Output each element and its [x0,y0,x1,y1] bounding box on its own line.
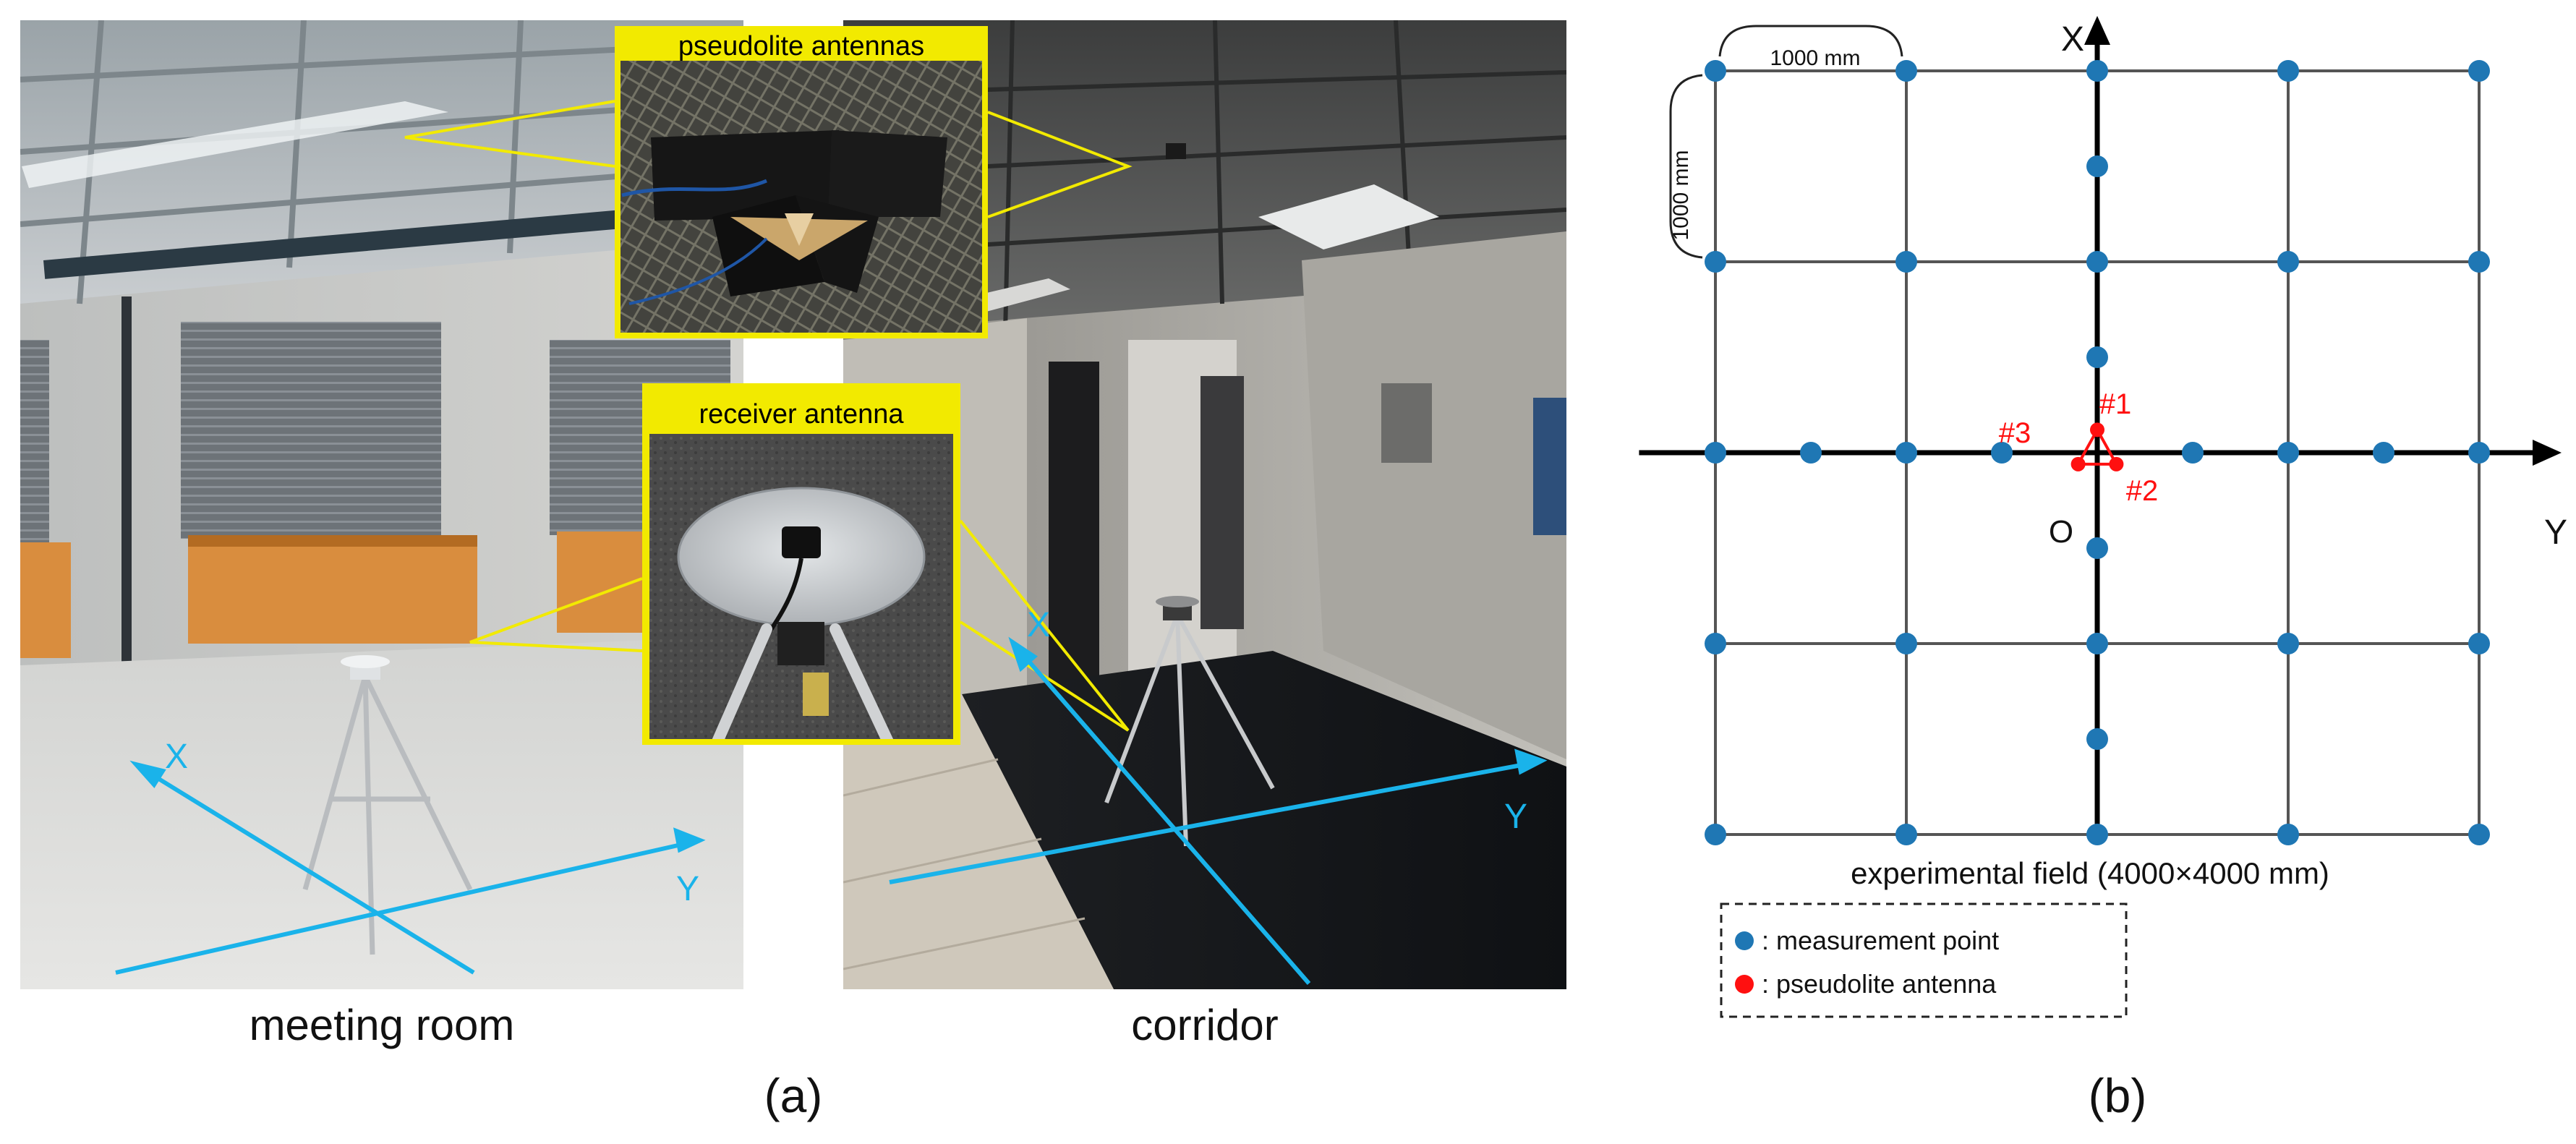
measurement-point [1895,60,1917,82]
measurement-point [1705,251,1726,273]
legend-marker-antenna [1735,975,1754,994]
meeting-room-caption: meeting room [250,1001,515,1049]
measurement-point [1705,824,1726,845]
dimension-bracket-vertical [1669,74,1703,259]
photo-axes [115,636,1548,985]
measurement-point [2086,155,2108,177]
measurement-point [2277,442,2299,464]
dimension-label-horizontal: 1000 mm [1770,46,1860,70]
pseudolite-antenna-point [2070,456,2086,471]
pseudolite-antennas-inset: pseudolite antennas [615,26,988,338]
pseudolite-antenna-point [2109,456,2124,471]
measurement-point [2086,824,2108,845]
legend-marker-measurement [1735,931,1754,950]
receiver-antenna-title: receiver antenna [699,399,904,430]
measurement-point [2086,633,2108,654]
photo-axis-x-label: X [1027,606,1050,644]
measurement-point [1895,633,1917,654]
photo-axis-y-label: Y [1504,798,1527,836]
photo-axis-y-label: Y [676,870,699,908]
grid-axis-y-label: Y [2544,513,2567,552]
legend-label-measurement: : measurement point [1762,926,1999,955]
antenna-label-2: #2 [2126,475,2159,507]
dimension-markers [1669,25,1903,259]
antenna-label-1: #1 [2099,388,2132,420]
field-caption: experimental field (4000×4000 mm) [1851,856,2329,890]
measurement-point [1991,442,2013,464]
measurement-point [1705,633,1726,654]
measurement-point [2086,60,2108,82]
legend-label-antenna: : pseudolite antenna [1762,969,1997,999]
x-axis-arrow [2084,16,2110,45]
origin-label: O [2049,514,2073,550]
measurement-point [2468,633,2490,654]
measurement-point [2277,60,2299,82]
measurement-point [2182,442,2204,464]
y-axis-arrow [2533,440,2562,466]
legend: : measurement point : pseudolite antenna [1720,902,2128,1018]
measurement-point [2086,728,2108,750]
receiver-antenna-inset: receiver antenna [642,383,960,745]
dimension-label-vertical: 1000 mm [1669,150,1693,240]
panel-label-b: (b) [2089,1069,2147,1122]
measurement-point [2468,251,2490,273]
measurement-grid-diagram [1639,16,2562,845]
measurement-points [1705,60,2490,845]
measurement-point [1895,824,1917,845]
measurement-point [1895,251,1917,273]
measurement-point [1705,60,1726,82]
pseudolite-antenna-array [2070,422,2124,471]
measurement-point [2468,60,2490,82]
measurement-point [2468,442,2490,464]
pseudolite-antennas-title: pseudolite antennas [678,31,924,61]
measurement-point [1705,442,1726,464]
grid-axis-x-label: X [2061,20,2084,59]
panel-label-a: (a) [764,1069,823,1122]
antenna-label-3: #3 [1999,417,2031,449]
measurement-point [2468,824,2490,845]
corridor-caption: corridor [1131,1001,1278,1049]
measurement-point [1800,442,1822,464]
measurement-point [2277,633,2299,654]
measurement-point [2086,251,2108,273]
measurement-point [1895,442,1917,464]
measurement-point [2277,251,2299,273]
antenna-triangle [2076,427,2119,466]
measurement-point [2086,537,2108,559]
measurement-point [2086,346,2108,368]
measurement-point [2277,824,2299,845]
dimension-bracket-horizontal [1718,25,1903,57]
pseudolite-antenna-point [2090,422,2104,437]
photo-axis-x-label: X [165,738,188,776]
measurement-point [2373,442,2394,464]
